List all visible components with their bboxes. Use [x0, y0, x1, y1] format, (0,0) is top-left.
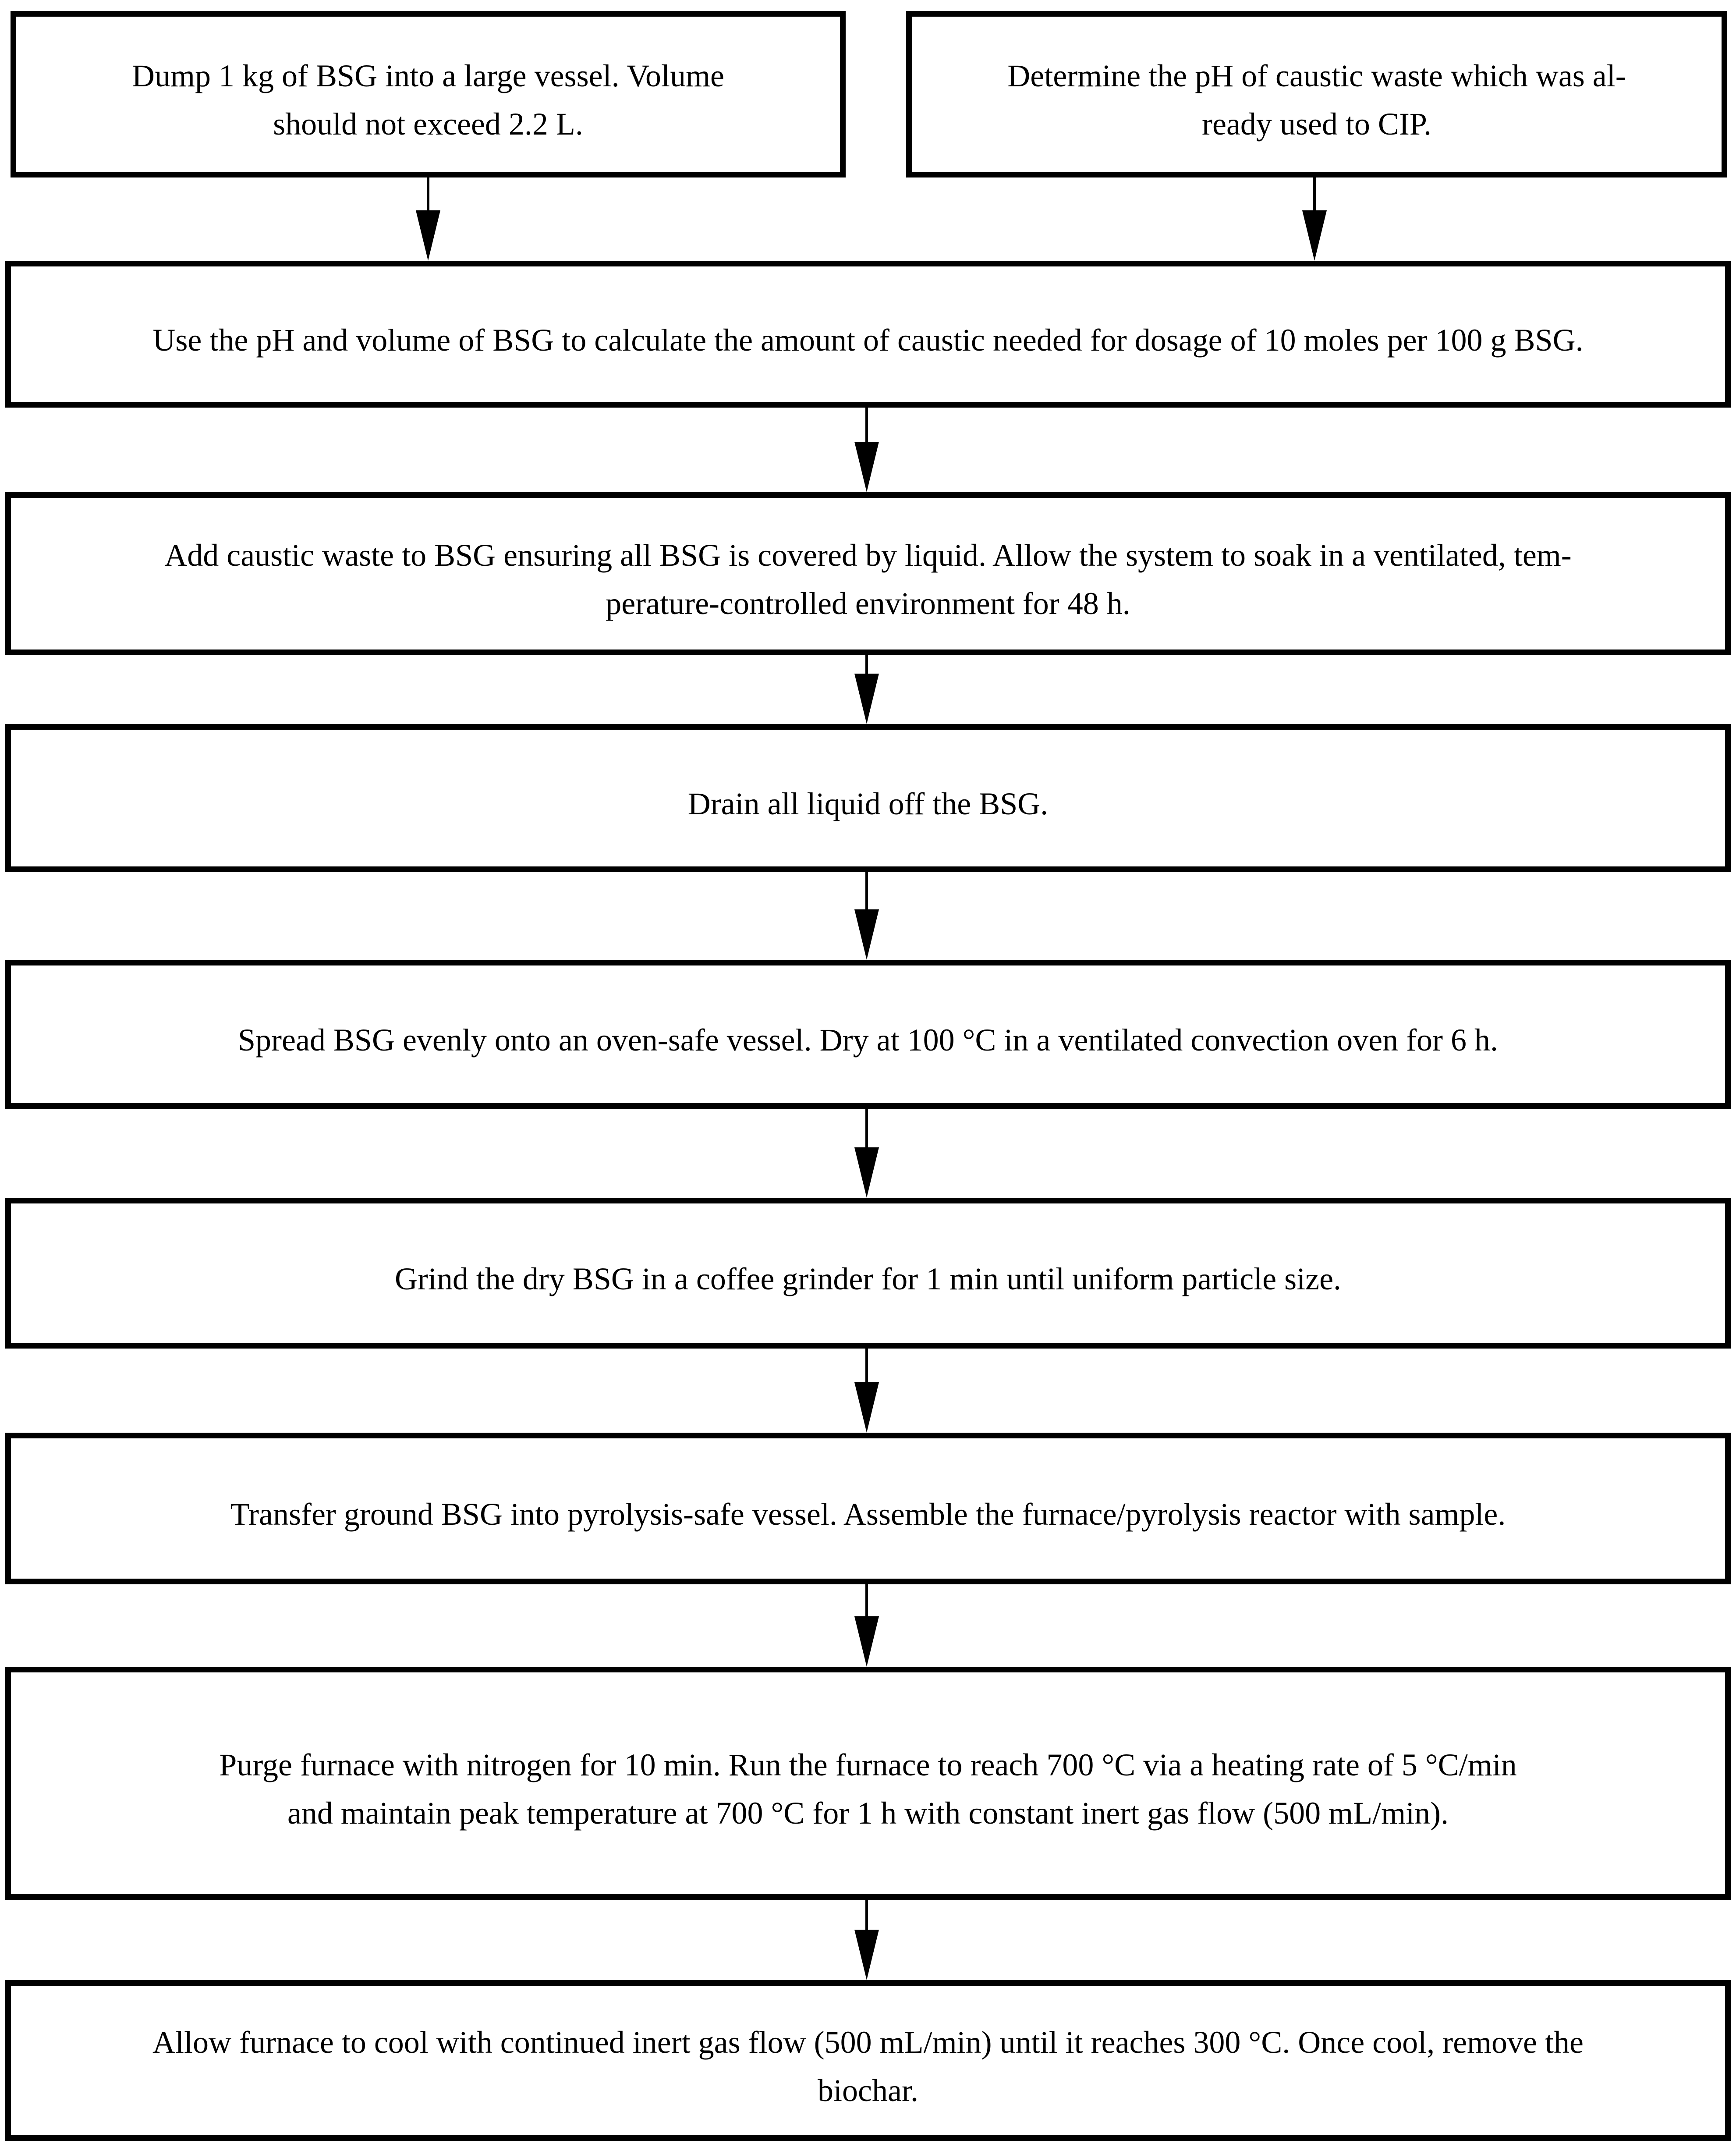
arrow-soak-to-drain-icon — [854, 655, 879, 724]
step-text: should not exceed 2.2 L. — [273, 106, 583, 142]
step-box-oven-dry: Spread BSG evenly onto an oven-safe vess… — [5, 960, 1731, 1109]
arrow-shaft — [427, 177, 429, 226]
arrow-head — [416, 210, 440, 261]
step-text: Purge furnace with nitrogen for 10 min. … — [219, 1747, 1517, 1782]
arrow-head — [854, 1382, 879, 1433]
step-text: Transfer ground BSG into pyrolysis-safe … — [230, 1497, 1506, 1532]
arrow-head — [854, 1930, 879, 1980]
step-box-determine-ph: Determine the pH of caustic waste which … — [906, 11, 1727, 177]
arrow-head — [854, 674, 879, 724]
arrow-head — [854, 442, 879, 492]
step-text: Use the pH and volume of BSG to calculat… — [152, 322, 1584, 358]
arrow-transfer-to-pyrolysis-icon — [854, 1584, 879, 1667]
step-text: Allow furnace to cool with continued ine… — [152, 2024, 1584, 2060]
arrow-shaft — [865, 655, 868, 689]
arrow-head — [854, 1147, 879, 1198]
arrow-shaft — [865, 408, 868, 457]
step-text: Add caustic waste to BSG ensuring all BS… — [164, 538, 1572, 573]
arrow-shaft — [865, 1900, 868, 1945]
arrow-grind-to-transfer-icon — [854, 1349, 879, 1433]
step-text: perature-controlled environment for 48 h… — [606, 586, 1130, 621]
arrow-ph-to-calculate-icon — [1302, 177, 1327, 261]
step-text: biochar. — [818, 2073, 918, 2108]
arrow-shaft — [865, 1109, 868, 1163]
arrow-head — [854, 1616, 879, 1667]
arrow-pyrolysis-to-cool-icon — [854, 1900, 879, 1980]
step-box-assemble-reactor: Transfer ground BSG into pyrolysis-safe … — [5, 1433, 1731, 1584]
arrow-calculate-to-soak-icon — [854, 408, 879, 492]
step-box-calculate-caustic-dose: Use the pH and volume of BSG to calculat… — [5, 261, 1731, 408]
step-text: Drain all liquid off the BSG. — [687, 786, 1049, 821]
arrow-shaft — [865, 1584, 868, 1632]
arrow-shaft — [865, 1349, 868, 1398]
step-box-dump-bsg: Dump 1 kg of BSG into a large vessel. Vo… — [11, 11, 846, 177]
step-box-pyrolysis-run: Purge furnace with nitrogen for 10 min. … — [5, 1667, 1731, 1900]
arrow-shaft — [865, 872, 868, 925]
arrow-head — [1302, 210, 1327, 261]
step-box-grind: Grind the dry BSG in a coffee grinder fo… — [5, 1198, 1731, 1349]
step-box-cool-remove-biochar: Allow furnace to cool with continued ine… — [5, 1980, 1731, 2141]
arrow-shaft — [1313, 177, 1316, 226]
step-text: Determine the pH of caustic waste which … — [1007, 58, 1626, 93]
step-text: and maintain peak temperature at 700 °C … — [287, 1796, 1449, 1831]
arrow-dump-to-calculate-icon — [416, 177, 440, 261]
arrow-dry-to-grind-icon — [854, 1109, 879, 1198]
arrow-drain-to-dry-icon — [854, 872, 879, 960]
step-box-soak-48h: Add caustic waste to BSG ensuring all BS… — [5, 492, 1731, 655]
step-text: Spread BSG evenly onto an oven-safe vess… — [237, 1022, 1499, 1058]
step-text: ready used to CIP. — [1202, 106, 1431, 142]
step-text: Dump 1 kg of BSG into a large vessel. Vo… — [132, 58, 724, 93]
step-text: Grind the dry BSG in a coffee grinder fo… — [394, 1261, 1342, 1296]
arrow-head — [854, 909, 879, 960]
step-box-drain-liquid: Drain all liquid off the BSG. — [5, 724, 1731, 872]
